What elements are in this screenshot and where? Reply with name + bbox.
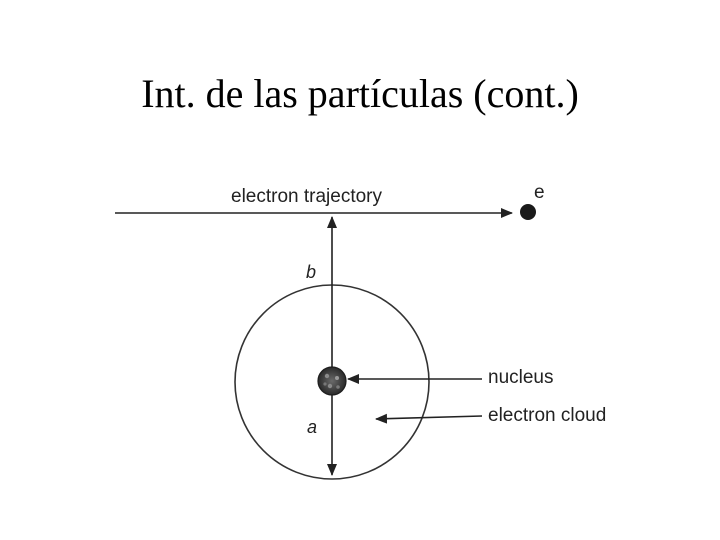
electron-dot <box>520 204 536 220</box>
electron-cloud-pointer-arrow <box>376 416 482 419</box>
impact-parameter-label: b <box>306 262 316 282</box>
nucleus-label: nucleus <box>488 367 554 388</box>
electron-cloud-label: electron cloud <box>488 405 606 426</box>
atomic-radius-label: a <box>307 417 317 437</box>
nucleus <box>318 367 346 395</box>
electron-trajectory-label: electron trajectory <box>231 186 383 207</box>
electron-label: e <box>534 182 545 203</box>
